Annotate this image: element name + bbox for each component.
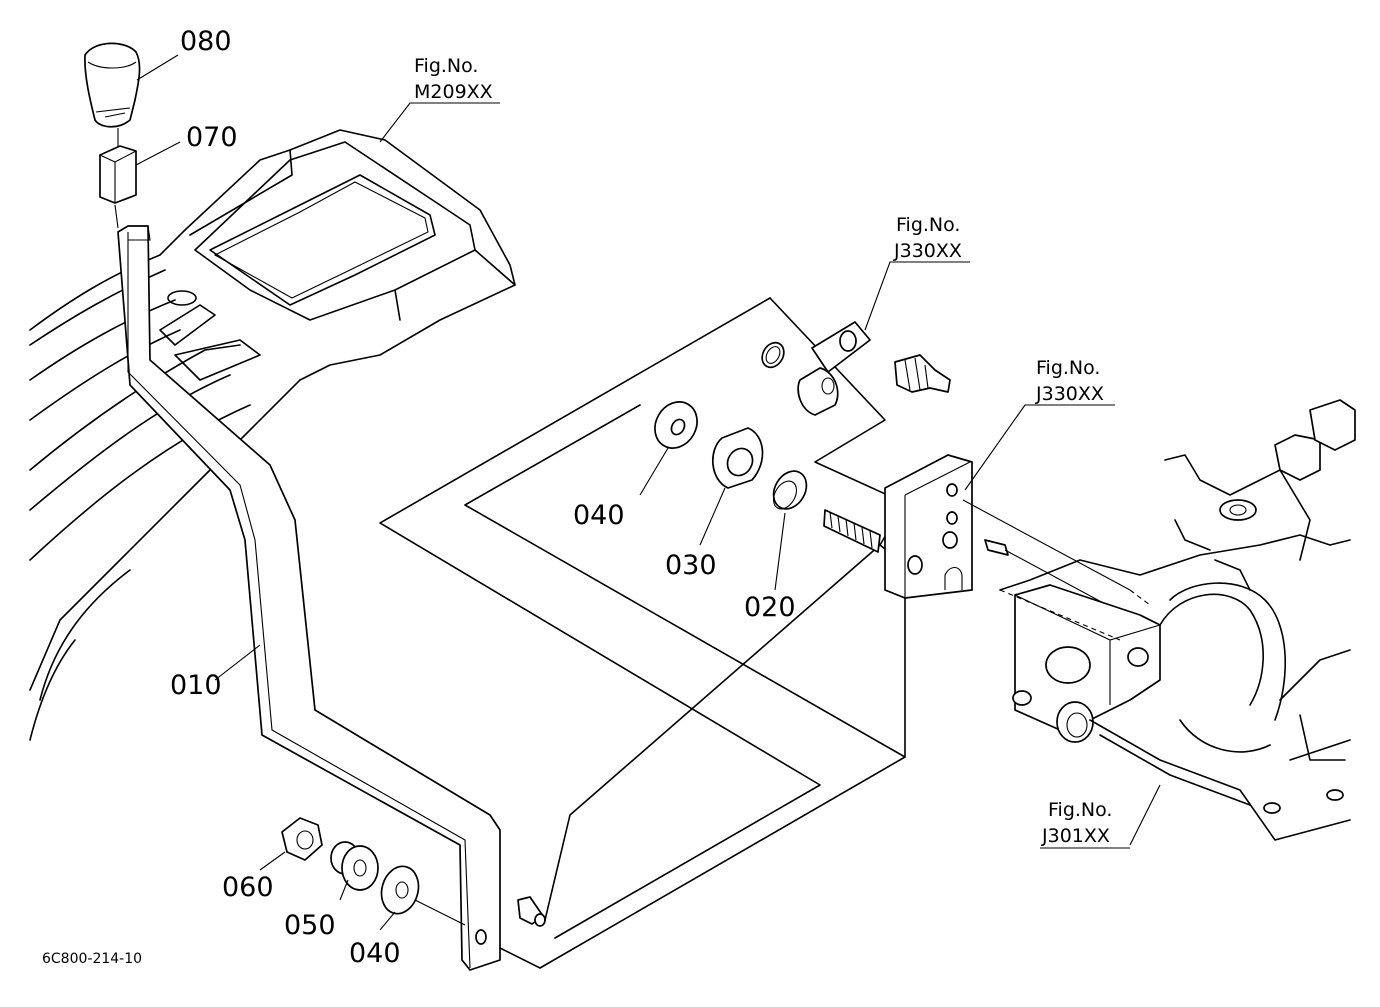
part-label-030: 030 bbox=[665, 550, 717, 581]
washer-040-lower bbox=[380, 865, 420, 915]
part-label-040-upper: 040 bbox=[573, 500, 625, 531]
fig-ref-j301-line1: Fig.No. bbox=[1048, 799, 1112, 821]
part-label-060: 060 bbox=[222, 872, 274, 903]
nut-060 bbox=[281, 817, 323, 861]
spring-washer-020 bbox=[772, 470, 808, 510]
bushing-030 bbox=[711, 427, 764, 489]
part-label-070: 070 bbox=[186, 122, 238, 153]
threaded-rod-end bbox=[894, 354, 951, 393]
fender-console-outline bbox=[29, 129, 516, 741]
collar-050 bbox=[330, 841, 379, 891]
fig-ref-j330b-line2: J330XX bbox=[1035, 383, 1104, 405]
transmission-housing bbox=[999, 399, 1356, 841]
diagram-code: 6C800-214-10 bbox=[42, 951, 142, 967]
bolt-thread bbox=[823, 509, 881, 553]
fig-ref-j330a-line1: Fig.No. bbox=[896, 214, 960, 236]
leader-lines bbox=[114, 54, 1161, 931]
washer-040-upper bbox=[654, 401, 698, 449]
fig-ref-m209-line2: M209XX bbox=[414, 81, 493, 103]
fig-ref-j330b-line1: Fig.No. bbox=[1036, 357, 1100, 379]
clip-ring bbox=[761, 341, 785, 369]
part-label-010: 010 bbox=[170, 670, 222, 701]
lever-010-shape bbox=[117, 225, 546, 971]
pivot-bracket bbox=[797, 321, 871, 416]
part-label-080: 080 bbox=[180, 26, 232, 57]
bracket-plate bbox=[884, 454, 1009, 599]
fig-ref-m209-line1: Fig.No. bbox=[414, 55, 478, 77]
fig-ref-j301-line2: J301XX bbox=[1041, 825, 1110, 847]
part-label-050: 050 bbox=[284, 910, 336, 941]
part-label-040-lower: 040 bbox=[349, 938, 401, 969]
knob-080-shape bbox=[84, 42, 141, 128]
insert-070-shape bbox=[99, 145, 137, 204]
fig-ref-j330a-line2: J330XX bbox=[893, 240, 962, 262]
part-label-020: 020 bbox=[744, 592, 796, 623]
